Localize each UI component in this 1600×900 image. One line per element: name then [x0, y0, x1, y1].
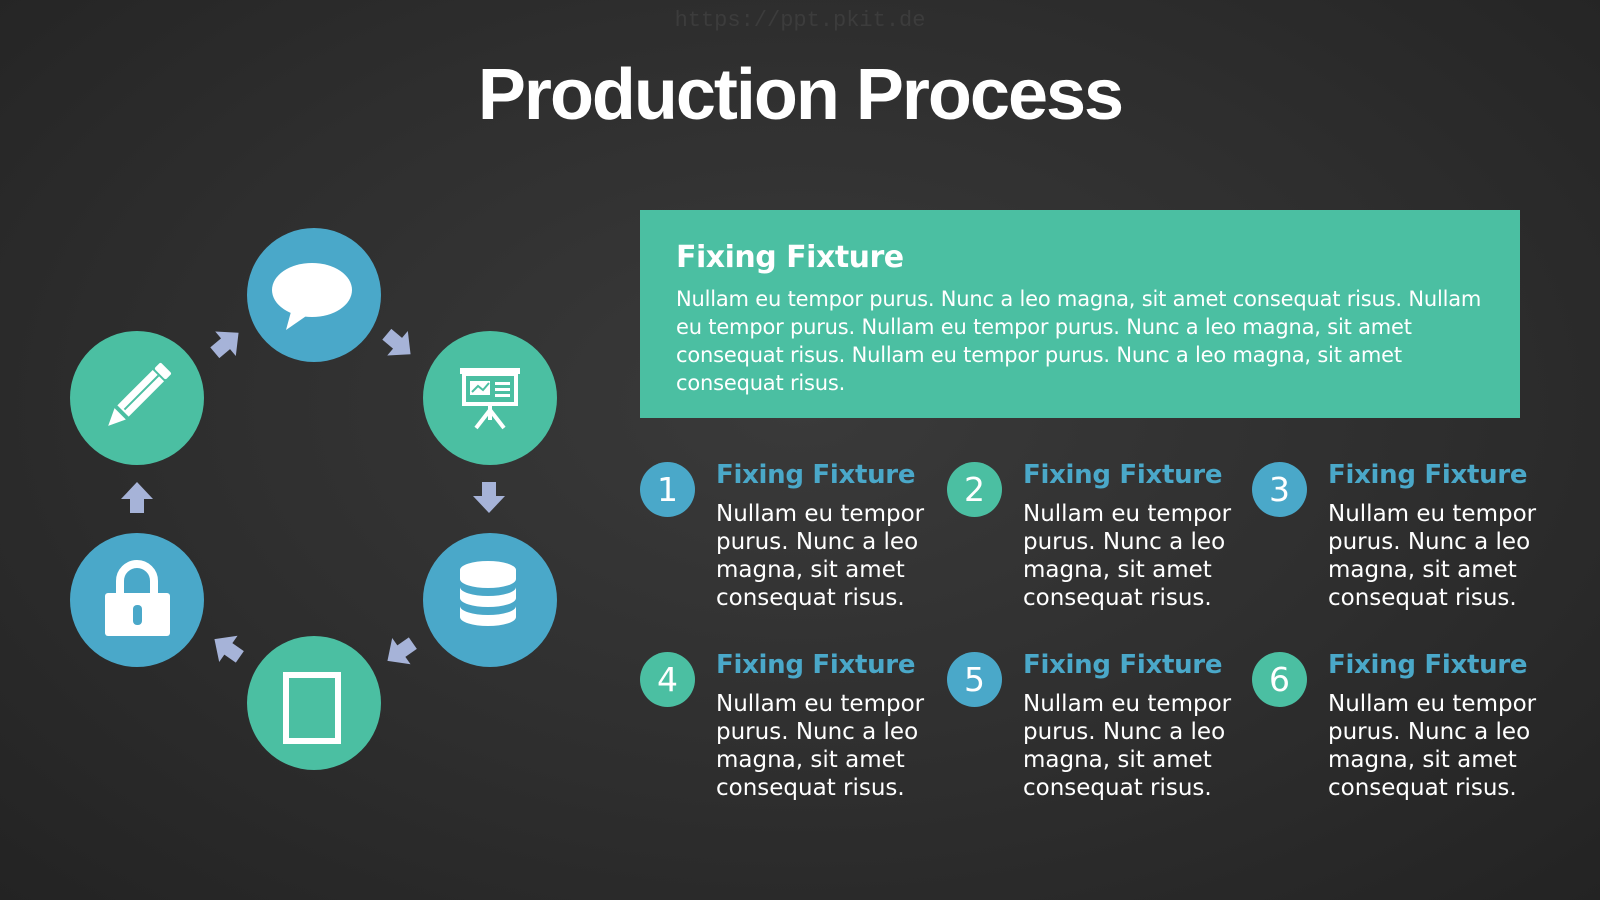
step-text: Nullam eu tempor purus. Nunc a leo magna…	[1023, 691, 1232, 801]
presentation-board-icon	[460, 368, 520, 430]
speech-bubble-icon	[272, 263, 352, 330]
cycle-arrow-2	[473, 482, 505, 513]
cycle-arrow-6	[210, 331, 239, 359]
step-item-2: 2 Fixing Fixture Nullam eu tempor purus.…	[947, 460, 1247, 620]
step-text: Nullam eu tempor purus. Nunc a leo magna…	[1023, 501, 1232, 611]
cycle-arrow-5	[121, 482, 153, 513]
step-number-badge: 6	[1252, 652, 1307, 707]
banner-text: Nullam eu tempor purus. Nunc a leo magna…	[676, 287, 1482, 395]
database-icon	[460, 561, 516, 626]
step-number-badge: 1	[640, 462, 695, 517]
cycle-node-tablet	[247, 636, 381, 770]
step-number-badge: 4	[640, 652, 695, 707]
step-title: Fixing Fixture	[716, 650, 916, 680]
cycle-node-speech	[247, 228, 381, 362]
cycle-arrow-4	[214, 635, 244, 663]
cycle-arrow-3	[387, 637, 417, 665]
step-number-badge: 3	[1252, 462, 1307, 517]
step-item-6: 6 Fixing Fixture Nullam eu tempor purus.…	[1252, 650, 1552, 810]
step-number-badge: 2	[947, 462, 1002, 517]
step-number-badge: 5	[947, 652, 1002, 707]
padlock-icon	[105, 560, 170, 636]
step-title: Fixing Fixture	[1023, 460, 1223, 490]
step-item-1: 1 Fixing Fixture Nullam eu tempor purus.…	[640, 460, 940, 620]
step-title: Fixing Fixture	[1328, 650, 1528, 680]
step-text: Nullam eu tempor purus. Nunc a leo magna…	[716, 691, 925, 801]
step-item-5: 5 Fixing Fixture Nullam eu tempor purus.…	[947, 650, 1247, 810]
step-item-3: 3 Fixing Fixture Nullam eu tempor purus.…	[1252, 460, 1552, 620]
page-title: Production Process	[477, 55, 1124, 135]
step-text: Nullam eu tempor purus. Nunc a leo magna…	[716, 501, 925, 611]
cycle-node-presentation	[423, 331, 557, 465]
step-item-4: 4 Fixing Fixture Nullam eu tempor purus.…	[640, 650, 940, 810]
banner-title: Fixing Fixture	[676, 240, 904, 275]
intro-banner: Fixing Fixture Nullam eu tempor purus. N…	[640, 210, 1520, 418]
pencil-icon	[108, 363, 171, 426]
step-text: Nullam eu tempor purus. Nunc a leo magna…	[1328, 691, 1537, 801]
cycle-arrow-1	[382, 328, 411, 356]
step-text: Nullam eu tempor purus. Nunc a leo magna…	[1328, 501, 1537, 611]
cycle-node-database	[423, 533, 557, 667]
tablet-icon	[283, 672, 341, 744]
step-title: Fixing Fixture	[1328, 460, 1528, 490]
step-title: Fixing Fixture	[1023, 650, 1223, 680]
cycle-node-pencil	[70, 331, 204, 465]
step-title: Fixing Fixture	[716, 460, 916, 490]
cycle-node-padlock	[70, 533, 204, 667]
watermark-url: https://ppt.pkit.de	[674, 8, 926, 33]
